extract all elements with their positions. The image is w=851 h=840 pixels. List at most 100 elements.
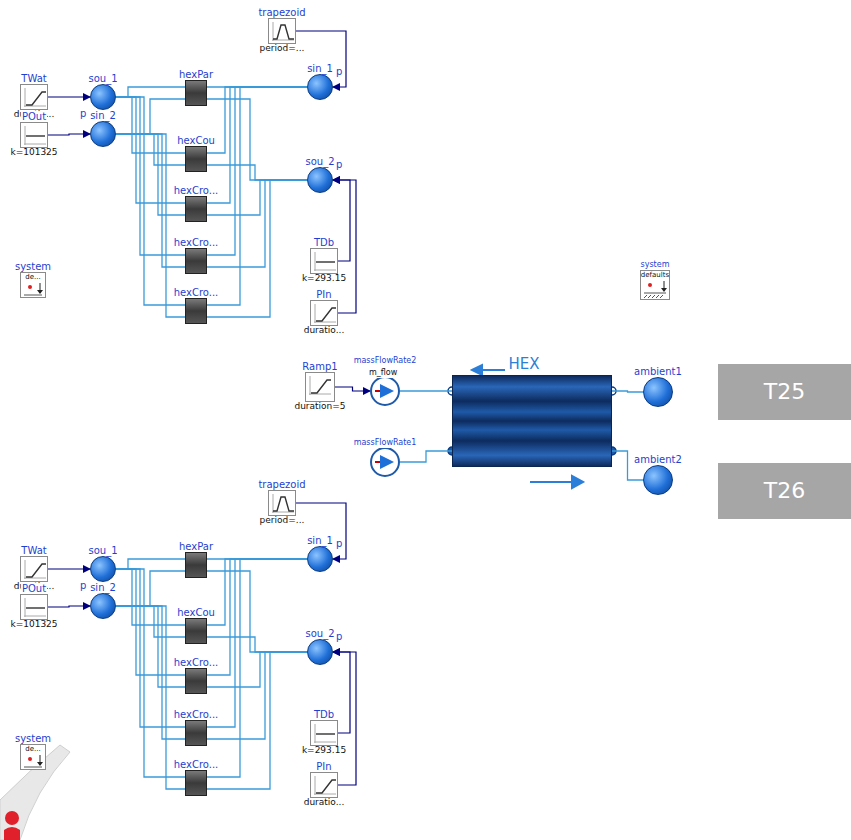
heat-exchanger-block: hexCro...: [185, 248, 207, 274]
fluid-connector: [400, 390, 452, 391]
fluid-connector: [116, 87, 185, 97]
component-name: TWat: [20, 545, 47, 556]
heat-exchanger-block: hexCou: [185, 146, 207, 172]
fluid-connector: [207, 99, 307, 180]
boundary-source: sou_1: [90, 556, 116, 582]
boundary-source: sin_1: [307, 546, 333, 572]
signal-source-block: TDbk=293.15: [310, 248, 338, 274]
fluid-connector: [116, 569, 185, 625]
fluid-connector: [207, 180, 307, 317]
heat-exchanger-block: hexPar: [185, 552, 207, 578]
boundary-source: ambient2: [643, 465, 673, 495]
signal-connector: [48, 606, 90, 607]
fluid-connector: [207, 652, 307, 687]
fluid-connector: [207, 559, 307, 777]
fluid-connector: [116, 97, 185, 153]
fluid-connector: [207, 559, 307, 675]
signal-source-block: POutk=101325: [20, 122, 48, 148]
component-name: ambient2: [633, 454, 683, 465]
signal-connector: [335, 387, 370, 391]
port-name: p: [336, 631, 342, 642]
fluid-connector: [207, 180, 307, 215]
component-name: hexCro...: [173, 657, 220, 668]
fluid-connector: [207, 559, 307, 727]
parameter-value: de...: [24, 274, 41, 282]
heat-exchanger-block: hexCou: [185, 618, 207, 644]
system-block: systemde...: [20, 744, 46, 770]
component-name: TDb: [313, 237, 335, 248]
port-name: p: [336, 159, 342, 170]
parameter-value: de...: [24, 746, 41, 754]
component-name: massFlowRate2: [353, 357, 418, 366]
fluid-connector: [116, 99, 185, 134]
signal-source-block: TWatduratio...: [20, 84, 48, 110]
parameter-value: duratio...: [303, 326, 346, 336]
fluid-connector: [116, 134, 185, 215]
parameter-value: k=293.15: [301, 274, 347, 284]
parameter-value: period=...: [259, 44, 306, 54]
port-name: p: [80, 108, 86, 119]
component-name: sin_1: [306, 535, 334, 546]
component-name: sou_2: [304, 156, 335, 167]
heat-exchanger-block: hexCro...: [185, 770, 207, 796]
port-name: p: [336, 538, 342, 549]
component-name: ambient1: [633, 366, 683, 377]
component-name: massFlowRate1: [353, 439, 418, 448]
component-name: hexPar: [178, 69, 214, 80]
component-name: hexCou: [176, 135, 216, 146]
fluid-connector: [207, 652, 307, 739]
fluid-connector: [116, 571, 185, 606]
component-name: Ramp1: [301, 361, 338, 372]
component-name: hexCro...: [173, 759, 220, 770]
signal-source-block: TWatduratio...: [20, 556, 48, 582]
parameter-value: k=293.15: [301, 746, 347, 756]
parameter-value: defaults: [640, 272, 670, 280]
component-name: system: [14, 261, 52, 272]
component-name: PIn: [315, 289, 332, 300]
component-name: TDb: [313, 709, 335, 720]
fluid-connector: [116, 606, 185, 687]
component-name: sou_1: [87, 545, 118, 556]
component-name: system: [640, 261, 671, 270]
fluid-connector: [116, 569, 185, 777]
fluid-connector: [116, 134, 185, 165]
callout-label: T26: [763, 479, 806, 503]
component-name: hexCou: [176, 607, 216, 618]
component-name: PIn: [315, 761, 332, 772]
parameter-value: k=101325: [9, 620, 58, 630]
boundary-source: sou_2: [307, 167, 333, 193]
callout-label: T25: [763, 380, 806, 404]
boundary-source: sin_2: [90, 121, 116, 147]
signal-connector: [48, 568, 90, 569]
component-name: system: [14, 733, 52, 744]
fluid-connector: [207, 559, 307, 625]
component-name: hexCro...: [173, 185, 220, 196]
component-name: trapezoid: [257, 7, 306, 18]
signal-connector: [48, 134, 90, 135]
fluid-connector: [207, 180, 307, 267]
heat-exchanger-block: hexCro...: [185, 196, 207, 222]
fluid-connector: [207, 87, 307, 153]
parameter-value: duratio...: [303, 798, 346, 808]
boundary-source: sou_1: [90, 84, 116, 110]
component-name: TWat: [20, 73, 47, 84]
fluid-connector: [612, 391, 643, 392]
fluid-connector: [207, 652, 307, 789]
component-name: hexCro...: [173, 287, 220, 298]
system-block: systemdefaults: [640, 270, 670, 300]
parameter-value: period=...: [259, 516, 306, 526]
fluid-connector: [207, 87, 307, 305]
signal-source-block: trapezoidperiod=...: [268, 490, 296, 516]
fluid-connector: [116, 97, 185, 305]
fluid-connector: [207, 637, 307, 652]
heat-exchanger: HEX: [452, 375, 612, 467]
parameter-value: k=101325: [9, 148, 58, 158]
heat-exchanger-block: hexCro...: [185, 668, 207, 694]
fluid-connector: [116, 569, 185, 727]
component-name: POut: [21, 583, 47, 594]
component-name: trapezoid: [257, 479, 306, 490]
fluid-connector: [207, 571, 307, 652]
port-name: p: [80, 580, 86, 591]
